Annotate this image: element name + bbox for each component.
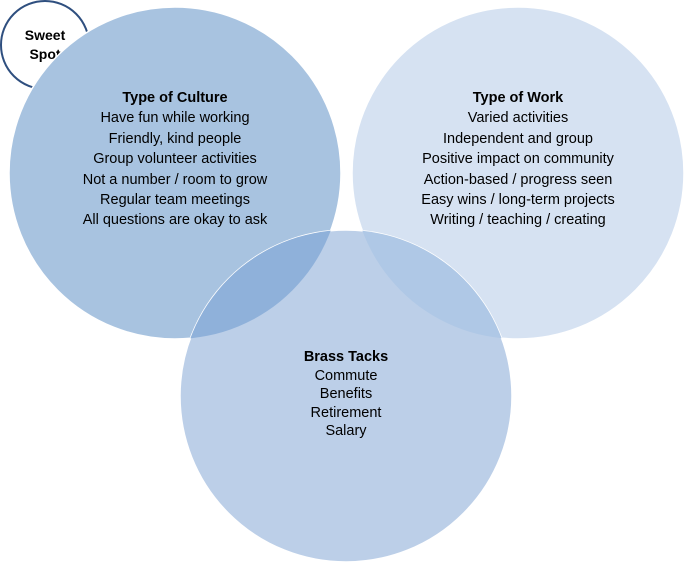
work-item: Easy wins / long-term projects: [421, 192, 615, 209]
brass-tacks-title: Brass Tacks: [303, 349, 389, 365]
culture-item: Regular team meetings: [100, 192, 250, 209]
work-brass-overlap: [352, 230, 512, 339]
culture-item: Not a number / room to grow: [82, 171, 268, 188]
work-item: Writing / teaching / creating: [430, 212, 606, 229]
culture-brass-overlap: [180, 230, 341, 339]
brass-tacks-item: Salary: [325, 423, 367, 439]
culture-item: Have fun while working: [100, 110, 250, 127]
work-item: Positive impact on community: [422, 151, 614, 168]
work-text-block: Type of Work Varied activities Independe…: [388, 88, 648, 231]
culture-text-block: Type of Culture Have fun while working F…: [45, 88, 305, 231]
work-item: Independent and group: [443, 130, 593, 147]
sweet-spot-line-1: Sweet: [24, 27, 66, 43]
work-title: Type of Work: [472, 90, 564, 106]
brass-tacks-item: Benefits: [319, 386, 373, 402]
brass-tacks-item: Commute: [314, 367, 378, 384]
brass-tacks-item: Retirement: [310, 404, 382, 421]
work-item: Varied activities: [467, 110, 569, 127]
sweet-spot-line-2: Spot: [29, 46, 61, 62]
work-item: Action-based / progress seen: [423, 171, 613, 188]
culture-item: Friendly, kind people: [108, 130, 242, 147]
brass-tacks-text-block: Brass Tacks Commute Benefits Retirement …: [246, 348, 446, 441]
culture-item: Group volunteer activities: [93, 151, 257, 168]
culture-title: Type of Culture: [122, 90, 228, 106]
culture-item: All questions are okay to ask: [82, 212, 268, 229]
